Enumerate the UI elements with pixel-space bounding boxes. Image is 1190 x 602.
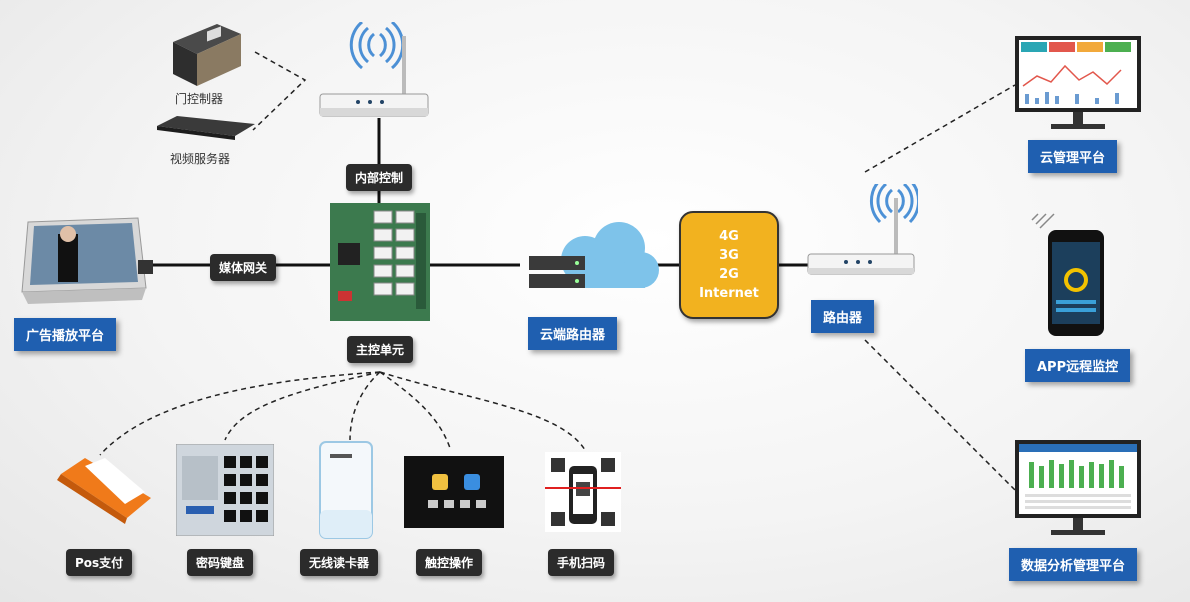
- ad-player-device: [18, 212, 153, 307]
- app-monitor-label: APP远程监控: [1025, 349, 1131, 382]
- touch-panel-device: [404, 456, 504, 528]
- main-control-board: [330, 203, 430, 321]
- pos-device: [55, 452, 155, 524]
- scan-label: 手机扫码: [548, 549, 615, 576]
- door-controller-device: [167, 20, 243, 90]
- app-phone-device: [1028, 204, 1108, 338]
- ad-platform-label: 广告播放平台: [14, 318, 117, 351]
- card-reader-device: [318, 440, 374, 540]
- pos-label: Pos支付: [66, 549, 133, 576]
- door-controller-label: 门控制器: [175, 92, 224, 106]
- keypad-device: [175, 443, 275, 537]
- cloud-mgmt-label: 云管理平台: [1028, 140, 1118, 173]
- network-3g: 3G: [719, 248, 739, 263]
- video-server-device: [157, 114, 255, 140]
- cloud-router-device: [523, 220, 661, 298]
- main-unit-label: 主控单元: [347, 336, 414, 363]
- cloud-router-label: 云端路由器: [528, 317, 618, 350]
- router-label: 路由器: [811, 300, 875, 333]
- data-analysis-monitor: [1015, 440, 1141, 538]
- qr-scan-device: [545, 452, 621, 532]
- data-platform-label: 数据分析管理平台: [1009, 548, 1138, 581]
- video-server-label: 视频服务器: [170, 152, 231, 166]
- wifi-router-top: [318, 20, 430, 122]
- internal-control-label: 内部控制: [346, 164, 413, 191]
- touch-label: 触控操作: [416, 549, 483, 576]
- network-4g: 4G: [719, 229, 739, 244]
- cloud-mgmt-monitor: [1015, 36, 1141, 130]
- media-gateway-label: 媒体网关: [210, 254, 277, 281]
- keypad-label: 密码键盘: [187, 549, 254, 576]
- network-box: 4G 3G 2G Internet: [679, 211, 779, 319]
- wifi-router-right: [806, 178, 921, 280]
- network-internet: Internet: [699, 286, 759, 301]
- card-reader-label: 无线读卡器: [300, 549, 379, 576]
- network-2g: 2G: [719, 267, 739, 282]
